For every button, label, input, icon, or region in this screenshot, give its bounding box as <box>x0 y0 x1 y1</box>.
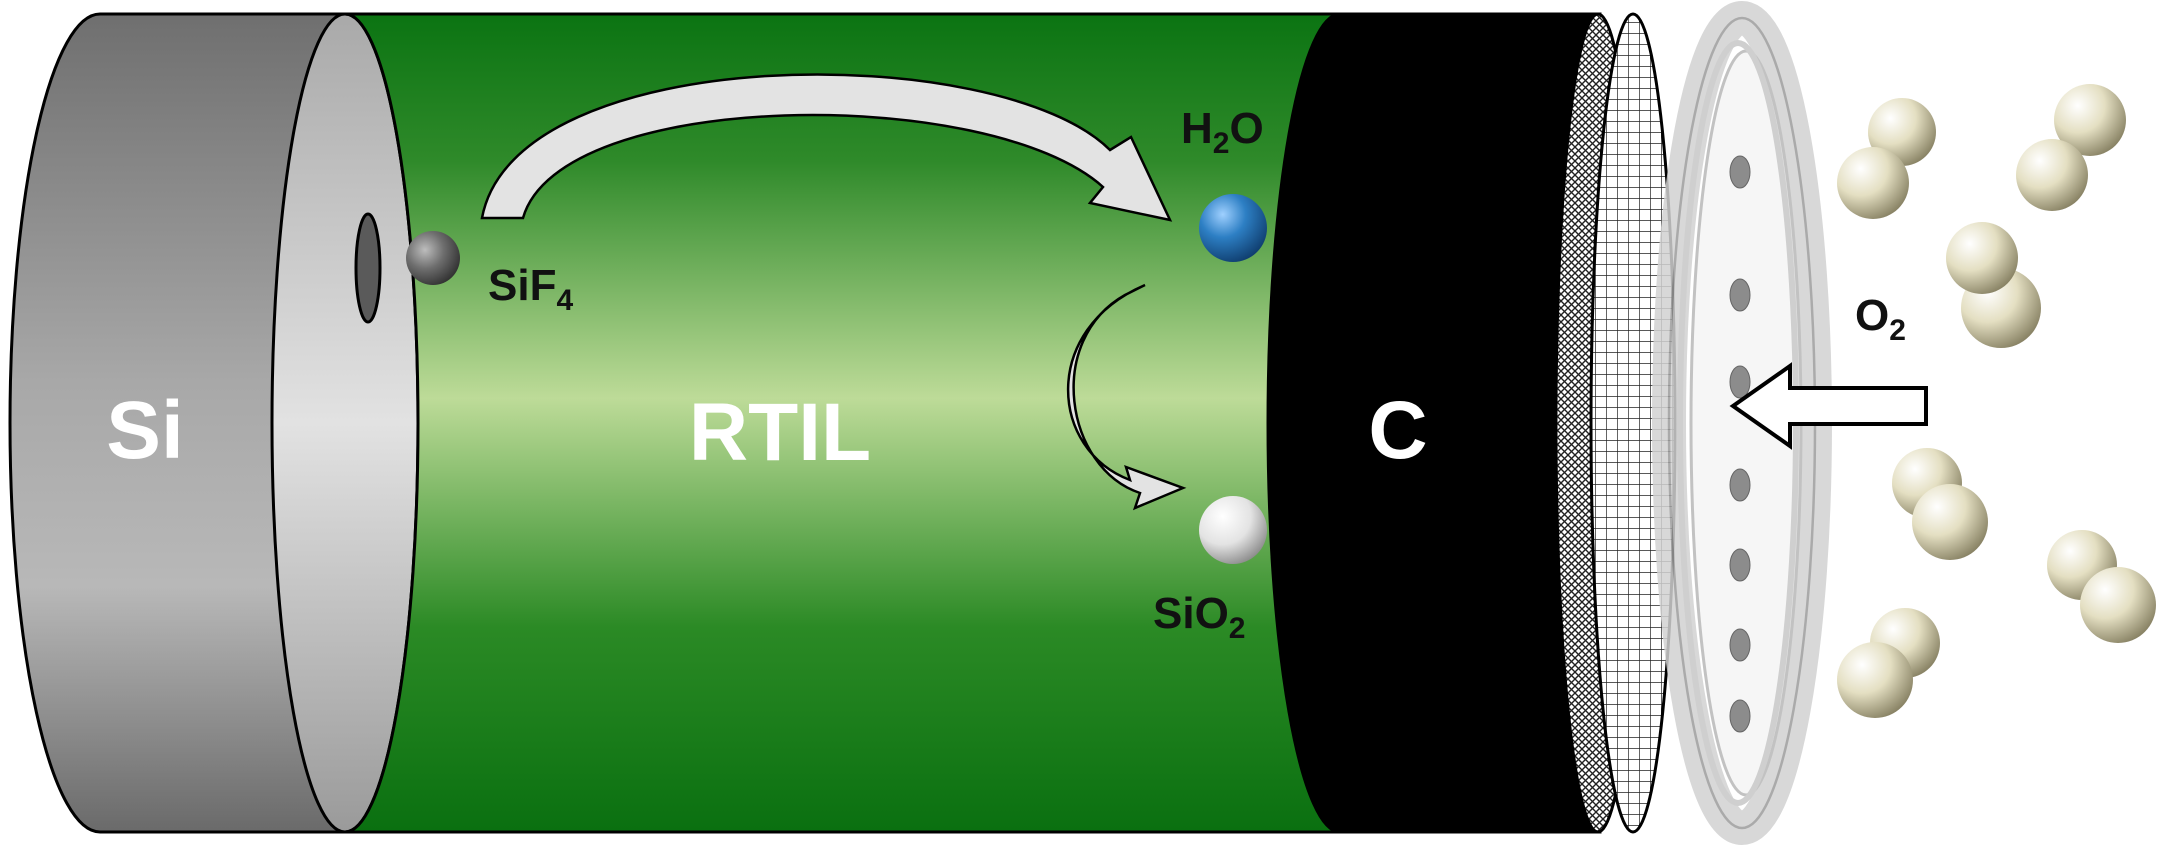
oxygen-atom <box>1946 222 2018 294</box>
oxygen-atom <box>1868 98 1936 166</box>
sif4-label: SiF4 <box>488 261 573 317</box>
rtil-electrolyte: RTIL <box>344 12 1342 834</box>
sio2-molecule <box>1199 496 1267 564</box>
o2-inflow-arrow <box>1729 362 1928 450</box>
h2o-molecule <box>1199 194 1267 262</box>
carbon-label: C <box>1368 385 1427 476</box>
silicon-anode: Si <box>8 12 420 834</box>
sif4-molecule <box>406 231 460 285</box>
oxygen-atom <box>2080 567 2156 643</box>
rtil-label: RTIL <box>689 387 871 478</box>
silicon-label: Si <box>106 385 183 476</box>
oxygen-atom <box>2054 84 2126 156</box>
oxygen-atom <box>1837 147 1909 219</box>
h2o-label: H2O <box>1181 104 1264 160</box>
oxygen-atom <box>1837 642 1913 718</box>
air-holes <box>1729 155 1751 733</box>
oxygen-molecules <box>1837 84 2156 718</box>
carbon-cathode: C <box>1266 12 1602 834</box>
curved-arrow-sif4-to-h2o <box>480 73 1173 222</box>
curved-arrow-h2o-to-sio2 <box>1066 283 1187 511</box>
oxygen-atom <box>1912 484 1988 560</box>
sio2-label: SiO2 <box>1153 589 1245 645</box>
oxygen-atom <box>2016 139 2088 211</box>
o2-label: O2 <box>1855 291 1906 347</box>
